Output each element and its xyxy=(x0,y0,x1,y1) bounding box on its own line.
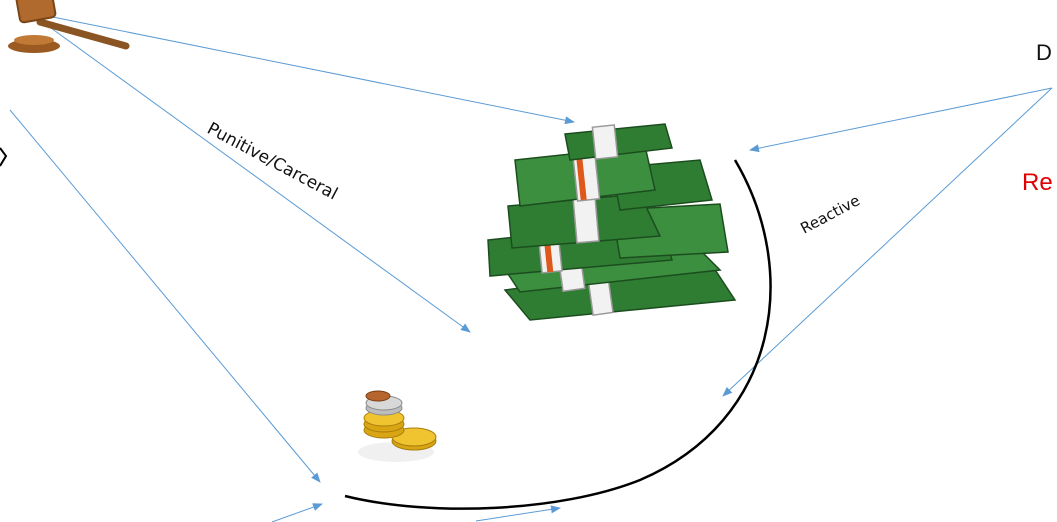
arrow-left-to-bottom xyxy=(9,109,321,483)
arrow-bottom-right xyxy=(475,505,561,522)
arrow-bottom-left xyxy=(271,503,323,522)
gavel-icon xyxy=(8,0,130,53)
left-edge-mark xyxy=(0,147,8,167)
cash-stack-icon xyxy=(487,123,737,321)
arrow-right-to-curve xyxy=(722,87,1053,397)
label-reactive: Reactive xyxy=(797,191,862,237)
coins-icon xyxy=(358,390,437,462)
arrow-right-to-cash xyxy=(749,87,1053,153)
connector-arrows xyxy=(9,11,1053,522)
label-punitive-carceral: Punitive/Carceral xyxy=(204,119,341,205)
label-top-right-partial: D xyxy=(1036,40,1052,65)
arrow-gavel-to-cash-bottom xyxy=(39,19,471,333)
label-right-partial-red: Re xyxy=(1022,169,1053,196)
arrow-gavel-to-cash-top xyxy=(27,11,575,125)
reactive-curve xyxy=(344,159,772,510)
